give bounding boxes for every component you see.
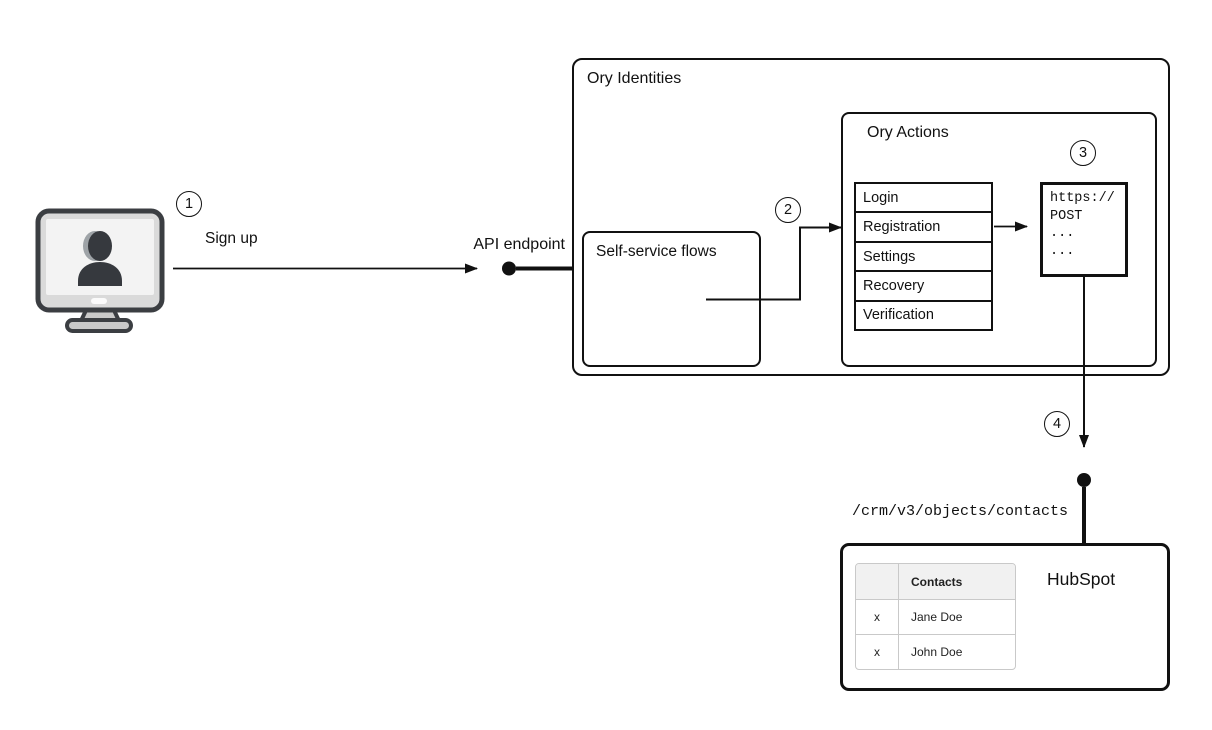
hubspot-endpoint-path-label: /crm/v3/objects/contacts <box>851 503 1068 520</box>
step-badge-2: 2 <box>775 197 801 223</box>
contacts-table-header-action <box>856 564 898 599</box>
step-badge-3: 3 <box>1070 140 1096 166</box>
flow-row-verification: Verification <box>856 299 991 329</box>
contacts-table: Contacts x Jane Doe x John Doe <box>855 563 1016 670</box>
sign-up-label: Sign up <box>205 230 258 247</box>
flow-row-registration: Registration <box>856 211 991 240</box>
hubspot-box: HubSpot Contacts x Jane Doe x John Doe <box>840 543 1170 691</box>
flow-row-login: Login <box>863 189 899 206</box>
code-line-ellipsis-1: ... <box>1050 226 1075 241</box>
api-endpoint-label: API endpoint <box>473 236 565 253</box>
contacts-table-cell-action: x <box>856 599 898 634</box>
code-line-method: POST <box>1050 208 1083 224</box>
code-line-ellipsis-2: ... <box>1050 243 1075 259</box>
contacts-table-cell-name: Jane Doe <box>898 599 1015 634</box>
monitor-stand-base <box>65 318 133 333</box>
contacts-table-header-name: Contacts <box>898 564 1015 599</box>
self-service-flow-list: Login Registration Settings Recovery Ver… <box>854 182 993 331</box>
contacts-table-cell-name: John Doe <box>898 634 1015 669</box>
webhook-request-box: https:// POST ... ... <box>1040 182 1128 277</box>
hubspot-title: HubSpot <box>1047 569 1116 589</box>
step-badge-4: 4 <box>1044 411 1070 437</box>
flow-row-recovery: Recovery <box>856 270 991 299</box>
self-service-flows-title: Self-service flows <box>596 243 717 260</box>
step-badge-1: 1 <box>176 191 202 217</box>
ory-actions-title: Ory Actions <box>867 124 949 141</box>
monitor-user-icon <box>35 208 165 333</box>
ory-identities-title: Ory Identities <box>587 70 682 87</box>
user-silhouette-icon <box>78 231 122 286</box>
monitor-bezel-button <box>91 298 107 304</box>
hubspot-endpoint-node-dot <box>1077 473 1091 487</box>
self-service-flows-box: Self-service flows <box>582 231 761 367</box>
contacts-table-cell-action: x <box>856 634 898 669</box>
api-endpoint-node-dot <box>502 261 516 276</box>
flow-row-settings: Settings <box>856 240 991 270</box>
code-line-url: https:// <box>1050 191 1115 206</box>
